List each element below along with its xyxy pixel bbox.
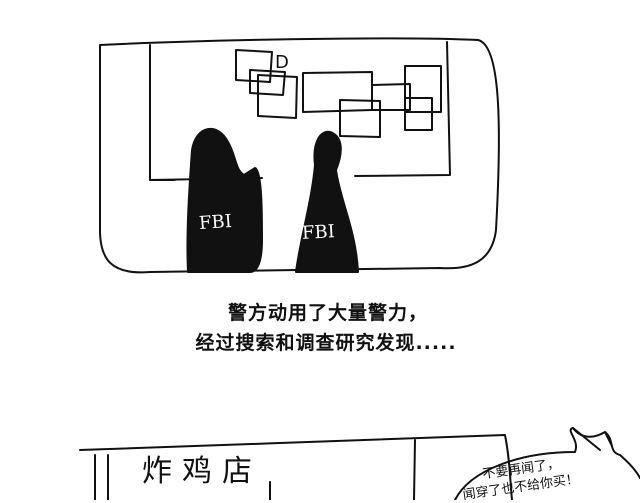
caption-line-1: 警方动用了大量警力，	[227, 302, 428, 324]
shop-sign-text: 炸鸡店	[142, 454, 262, 489]
speech-bubble-spike	[572, 427, 613, 451]
note-1	[235, 49, 273, 83]
board-mark: D	[275, 52, 289, 73]
note-3	[257, 74, 298, 119]
agent-badge-right: FBI	[301, 221, 336, 244]
note-2	[249, 69, 286, 96]
shop-sign-frame	[79, 434, 513, 500]
shop-sign-inner	[94, 439, 416, 500]
note-8	[404, 97, 433, 131]
agent-left	[186, 127, 263, 273]
note-4	[302, 71, 373, 113]
agent-badge-left: FBI	[198, 210, 233, 235]
caption-line-2: 经过搜索和调查研究发现.....	[195, 332, 457, 354]
agent-right	[295, 130, 359, 273]
note-5	[339, 99, 381, 138]
note-6	[371, 83, 411, 111]
board-inner-right	[354, 41, 451, 177]
note-7	[404, 65, 442, 113]
board-frame	[99, 37, 500, 274]
